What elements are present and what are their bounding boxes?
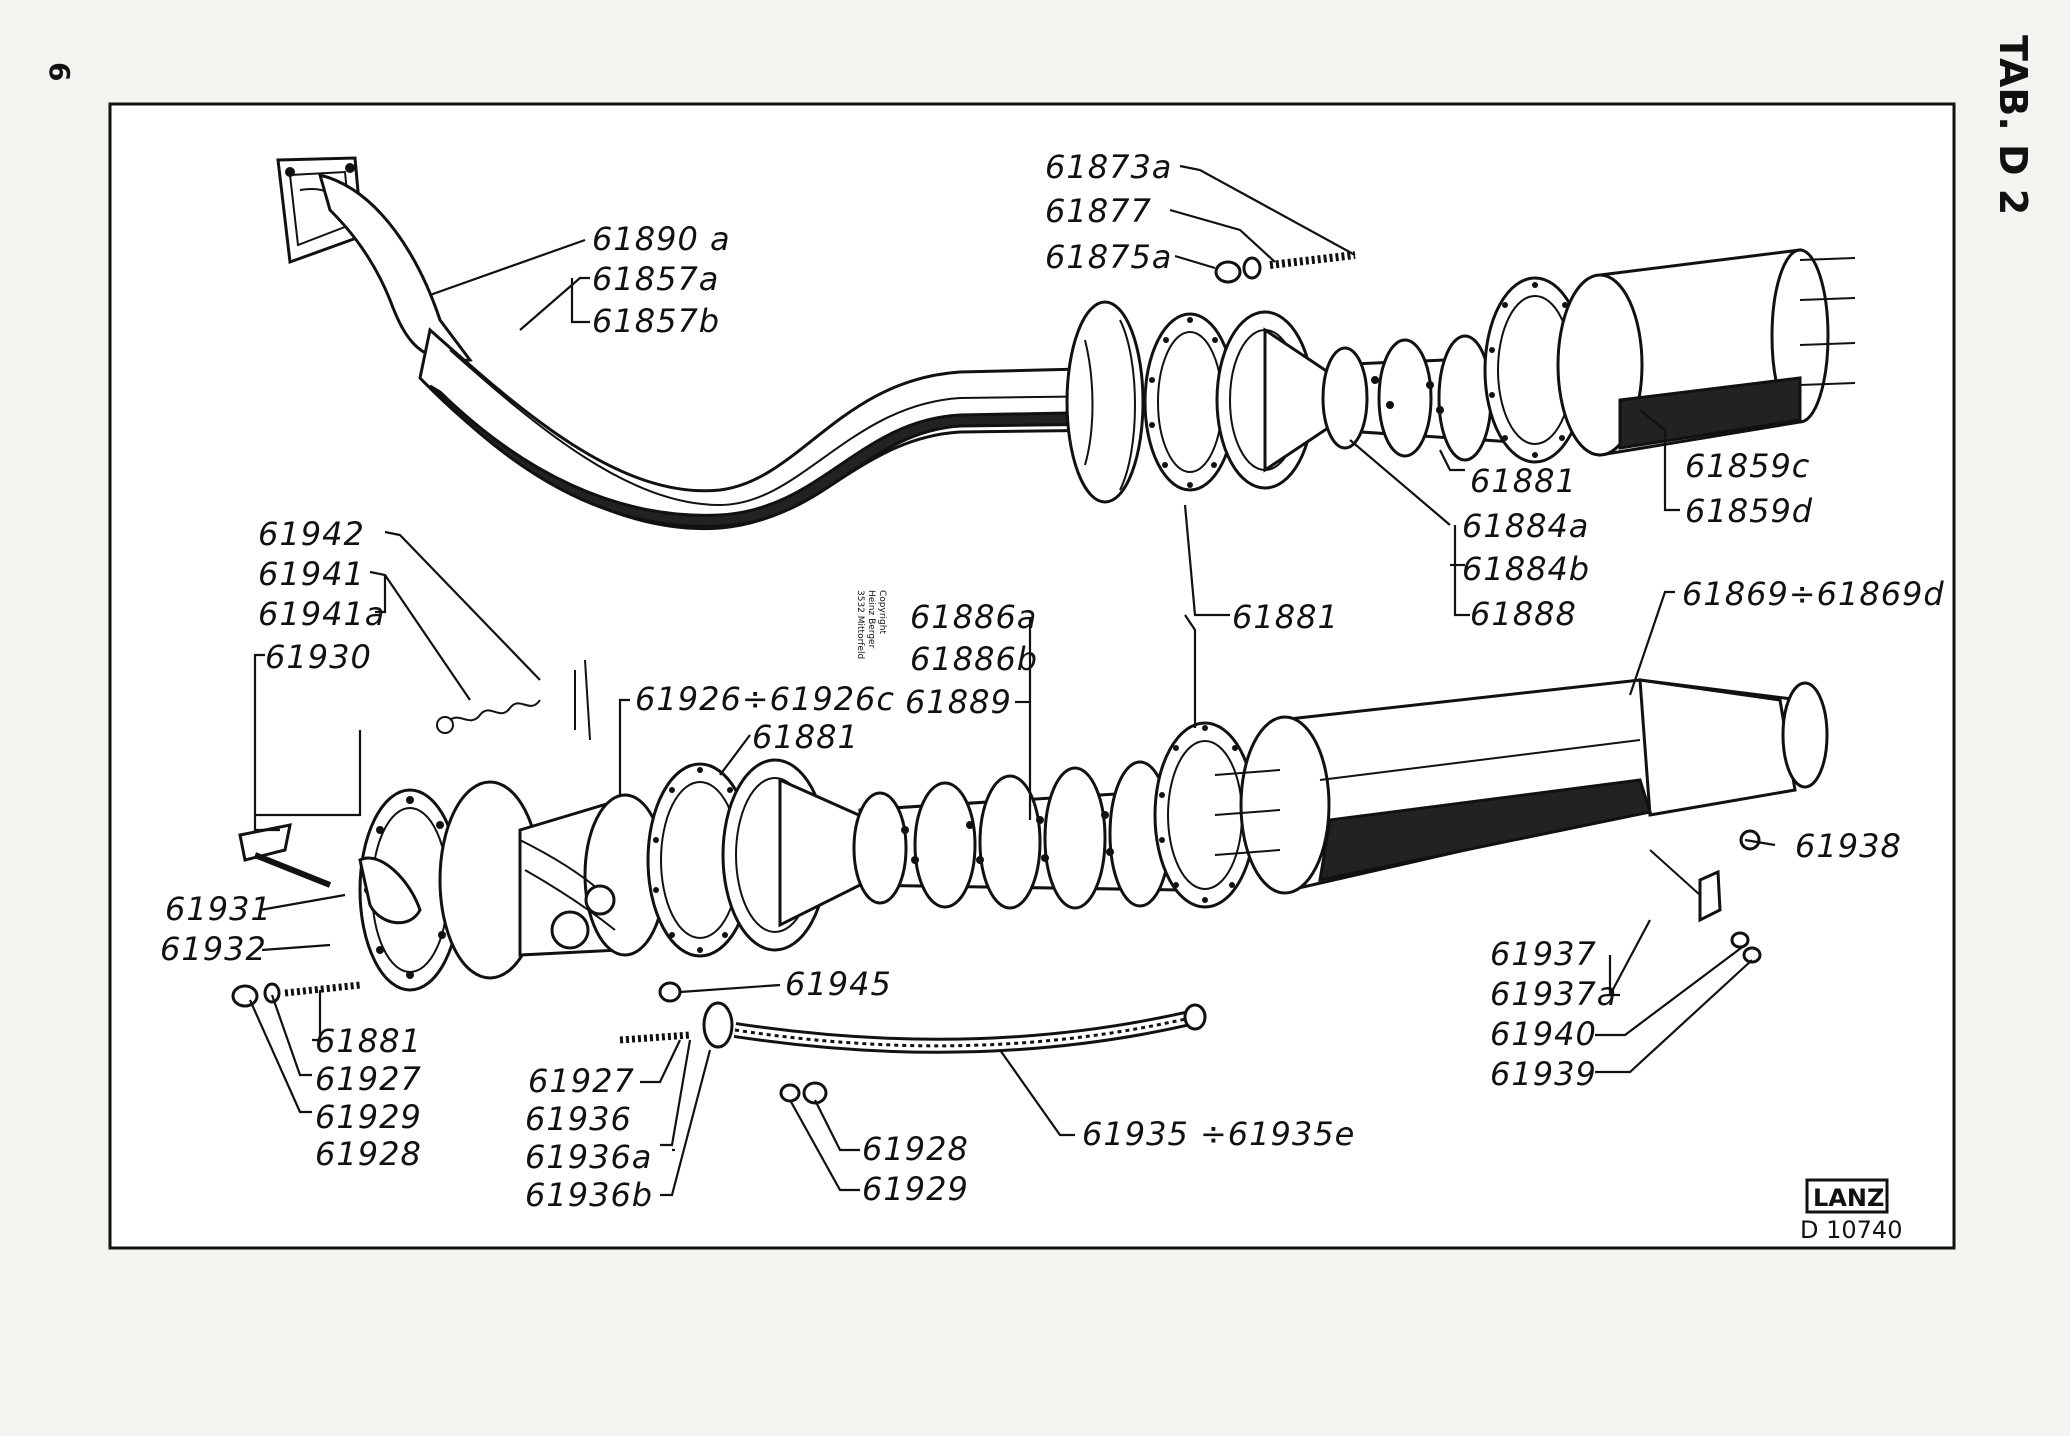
label-61886b: 61886b xyxy=(910,640,1038,678)
label-61931: 61931 xyxy=(165,890,272,928)
label-61873a: 61873a xyxy=(1045,148,1172,186)
label-61926-range: 61926÷61926c xyxy=(635,680,895,718)
perforated-tube-lower-61886 xyxy=(852,760,1182,910)
label-61927-center: 61927 xyxy=(528,1062,635,1100)
label-61888: 61888 xyxy=(1470,595,1577,633)
cone-flange-lower xyxy=(721,758,872,952)
exhaust-pipe-61890a xyxy=(317,172,1122,531)
bolt-61877 xyxy=(1214,251,1356,284)
label-61935-range: 61935 ÷61935e xyxy=(1082,1115,1355,1153)
leader-lines xyxy=(248,164,1776,1197)
label-61930: 61930 xyxy=(265,638,372,676)
copyright-line-1: Copyright xyxy=(877,590,887,634)
label-61857a: 61857a xyxy=(592,260,719,298)
label-61881-bottom-left: 61881 xyxy=(315,1022,422,1060)
label-61857b: 61857b xyxy=(592,302,720,340)
label-61877: 61877 xyxy=(1045,192,1152,230)
label-61932: 61932 xyxy=(160,930,267,968)
label-61875a: 61875a xyxy=(1045,238,1172,276)
copyright-stamp: Copyright Heinz Berger 3532 Mittorfeld xyxy=(855,590,887,659)
lower-muffler-assembly xyxy=(231,659,1829,1105)
label-61884a: 61884a xyxy=(1462,507,1589,545)
nut-61945 xyxy=(658,981,682,1003)
label-61859d: 61859d xyxy=(1685,492,1813,530)
part-number-labels: 61873a 61877 61875a 61890 a 61857a 61857… xyxy=(160,148,1945,1214)
label-61881-low: 61881 xyxy=(752,718,859,756)
label-61928-left: 61928 xyxy=(315,1135,422,1173)
drawing-number: D 10740 xyxy=(1800,1216,1902,1244)
label-61929-center: 61929 xyxy=(862,1170,969,1208)
upper-exhaust-assembly xyxy=(276,156,1856,531)
muffler-body-61869 xyxy=(1214,678,1829,895)
lanz-logo: LANZ D 10740 xyxy=(1800,1178,1902,1244)
label-61890a: 61890 a xyxy=(592,220,731,258)
label-61881-top: 61881 xyxy=(1470,462,1577,500)
bracket-61930 xyxy=(238,823,332,888)
inlet-bell-flange xyxy=(1065,300,1145,504)
logo-brand: LANZ xyxy=(1813,1184,1884,1212)
table-title: TAB. D 2 xyxy=(1991,35,2035,215)
label-61869-range: 61869÷61869d xyxy=(1682,575,1945,613)
label-61928-center: 61928 xyxy=(862,1130,969,1168)
label-61884b: 61884b xyxy=(1462,550,1590,588)
label-61940: 61940 xyxy=(1490,1015,1597,1053)
muffler-end-cap-61859 xyxy=(1556,248,1856,457)
label-61936: 61936 xyxy=(525,1100,632,1138)
copyright-line-2: Heinz Berger xyxy=(866,590,876,649)
label-61929-left: 61929 xyxy=(315,1098,422,1136)
bolt-61927-center xyxy=(619,1031,828,1105)
label-61938: 61938 xyxy=(1795,827,1902,865)
cone-flange-upper xyxy=(1215,310,1342,490)
label-61937a: 61937a xyxy=(1490,975,1617,1013)
label-61881-mid: 61881 xyxy=(1232,598,1339,636)
label-61927-left: 61927 xyxy=(315,1060,422,1098)
label-61889: 61889 xyxy=(905,683,1012,721)
label-61942: 61942 xyxy=(258,515,365,553)
inner-shell-61926 xyxy=(438,780,667,980)
front-end-plate-61930 xyxy=(358,788,462,992)
spring-61941 xyxy=(436,659,591,741)
label-61939: 61939 xyxy=(1490,1055,1597,1093)
tail-pipe-61935 xyxy=(702,1001,1207,1054)
gasket-ring-61881-upper xyxy=(1143,312,1237,492)
label-61936b: 61936b xyxy=(525,1176,653,1214)
label-61945: 61945 xyxy=(785,965,892,1003)
label-61937: 61937 xyxy=(1490,935,1597,973)
label-61941: 61941 xyxy=(258,555,365,593)
label-61941a: 61941a xyxy=(258,595,385,633)
copyright-line-3: 3532 Mittorfeld xyxy=(855,590,865,659)
label-61936a: 61936a xyxy=(525,1138,652,1176)
label-61886a: 61886a xyxy=(910,598,1037,636)
page-number: 6 xyxy=(43,62,76,81)
label-61859c: 61859c xyxy=(1685,447,1810,485)
